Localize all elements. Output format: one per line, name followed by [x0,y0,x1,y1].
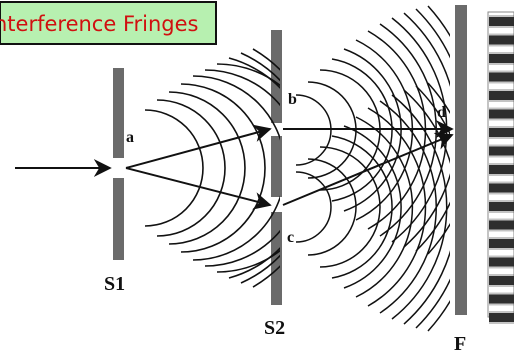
fringe-shading [489,33,514,47]
fringe-shading [489,200,514,213]
title-box: nterference Fringes [0,1,217,45]
label-point-b: b [288,91,297,108]
fringe-shading [489,255,514,269]
fringe-pattern [487,11,514,324]
ray-c-to-d [282,132,454,206]
wavefronts-from-a [144,48,280,288]
label-s1: S1 [104,273,125,295]
fringe-shading [489,237,514,250]
dark-fringe [489,313,514,322]
dark-fringe [489,276,514,285]
fringe-shading [489,89,514,102]
dark-fringe [489,165,514,174]
fringe-shading [489,274,514,287]
ray-a-to-c [125,167,272,210]
dark-fringe [489,202,514,211]
barrier-s1 [113,68,124,260]
fringe-shading [489,311,514,324]
dark-fringe [489,17,514,26]
dark-fringe [489,220,514,230]
label-point-d: d [437,104,446,121]
dark-fringe [489,91,514,100]
dark-fringe [489,239,514,248]
dark-fringe [489,257,514,267]
dark-fringe [489,294,514,304]
fringe-shading [489,15,514,28]
fringe-shading [489,126,514,139]
dark-fringe [489,183,514,193]
screen-f [455,5,467,315]
fringe-shading [489,292,514,306]
dark-fringe [489,109,514,119]
dark-fringe [489,54,514,63]
fringe-shading [489,107,514,121]
ray-a-to-b [125,124,272,169]
dark-fringe [489,128,514,137]
fringe-shading [489,52,514,65]
fringe-shading [489,218,514,232]
label-point-a: a [126,129,134,146]
dark-fringe [489,72,514,82]
dark-fringe [489,35,514,45]
title: nterference Fringes [0,12,198,36]
fringe-shading [489,181,514,195]
fringe-shading [489,70,514,84]
fringe-shading [489,163,514,176]
label-s2: S2 [264,317,285,339]
wavefronts-from-c [295,82,450,332]
label-point-c: c [287,229,294,246]
label-screen-f: F [454,333,466,355]
fringe-shading [489,144,514,158]
dark-fringe [489,146,514,156]
